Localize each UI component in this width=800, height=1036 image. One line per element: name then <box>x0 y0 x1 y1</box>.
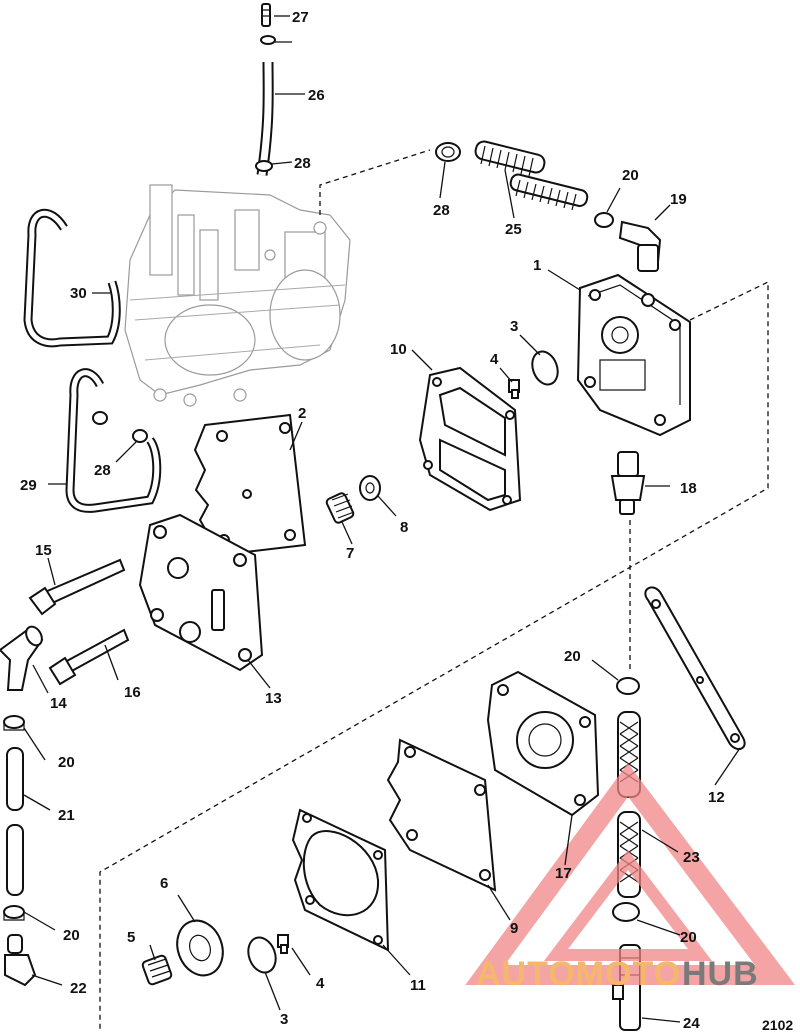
callout-7: 7 <box>346 545 354 562</box>
gasket-11 <box>291 808 390 952</box>
callout-16: 16 <box>124 684 141 701</box>
fitting-22 <box>4 934 37 987</box>
callout-20-right-top: 20 <box>564 648 581 665</box>
callout-26: 26 <box>308 87 325 104</box>
clamp-28-mid <box>255 160 273 172</box>
hose-30 <box>23 208 121 348</box>
callout-28-right: 28 <box>433 202 450 219</box>
callout-4-upper: 4 <box>490 351 499 368</box>
watermark-text-part1: AUTOMOTO <box>476 955 681 993</box>
cover-13 <box>138 513 264 672</box>
callout-13: 13 <box>265 690 282 707</box>
pump-body-1 <box>576 273 691 437</box>
fitting-27 <box>261 3 271 27</box>
diaphragm-6 <box>176 919 224 977</box>
watermark-logo: AUTOMOTO HUB <box>465 763 796 993</box>
clamp-20-top <box>594 212 614 228</box>
callout-20-left-top: 20 <box>58 754 75 771</box>
callout-1: 1 <box>533 257 541 274</box>
leader-lines <box>23 15 741 1023</box>
retainer-8 <box>359 475 381 501</box>
clamp-20-left-top <box>3 715 25 731</box>
callout-5: 5 <box>127 929 135 946</box>
callout-28-left: 28 <box>94 462 111 479</box>
filter-25 <box>474 140 589 211</box>
callout-20-top: 20 <box>622 167 639 184</box>
watermark-text-part2: HUB <box>682 955 759 993</box>
callout-11: 11 <box>410 977 426 994</box>
spring-7 <box>325 492 355 524</box>
callout-20-left-bottom: 20 <box>63 927 80 944</box>
elbow-14 <box>0 625 44 691</box>
callout-3-upper: 3 <box>510 318 518 335</box>
gasket-10 <box>418 366 522 512</box>
disc-3-lower <box>247 936 277 974</box>
clamp-20-right-top <box>616 677 640 695</box>
hose-29 <box>65 368 162 513</box>
callout-2: 2 <box>298 405 306 422</box>
callout-14: 14 <box>50 695 67 712</box>
callout-24: 24 <box>683 1015 700 1032</box>
callout-6: 6 <box>160 875 168 892</box>
screw-4-upper <box>508 379 520 399</box>
clamp-28-left <box>92 411 148 443</box>
clamp-20-left-bottom <box>3 905 25 921</box>
callout-19: 19 <box>670 191 687 208</box>
figure-number: 2102 <box>762 1017 793 1033</box>
elbow-fitting-19 <box>618 220 662 272</box>
assembly-dashed-lines <box>99 149 769 1030</box>
callout-20-right-bottom: 20 <box>680 929 697 946</box>
gasket-9 <box>386 738 497 892</box>
callout-28-top: 28 <box>294 155 311 172</box>
screw-4-lower <box>277 934 289 954</box>
pump-body-17 <box>486 670 600 817</box>
callout-8: 8 <box>400 519 408 536</box>
callout-labels: 27 26 28 28 25 20 19 1 3 4 10 18 2 8 7 3… <box>20 9 793 1033</box>
hose-26 <box>256 61 274 176</box>
bolt-16 <box>48 628 130 686</box>
bolt-15 <box>28 558 126 616</box>
callout-30: 30 <box>70 285 87 302</box>
callout-17: 17 <box>555 865 572 882</box>
callout-10: 10 <box>390 341 407 358</box>
spring-5 <box>141 954 173 986</box>
callout-27: 27 <box>292 9 309 26</box>
callout-15: 15 <box>35 542 52 559</box>
callout-9: 9 <box>510 920 518 937</box>
link-12 <box>644 586 746 751</box>
callout-12: 12 <box>708 789 725 806</box>
callout-3-lower: 3 <box>280 1011 288 1028</box>
callout-18: 18 <box>680 480 697 497</box>
clamp-28-top <box>260 35 276 45</box>
callout-29: 29 <box>20 477 37 494</box>
disc-3-upper <box>531 350 559 386</box>
callout-4-lower: 4 <box>316 975 325 992</box>
engine-block-ghost <box>124 184 351 407</box>
callout-25: 25 <box>505 221 522 238</box>
hose-21 <box>6 747 24 896</box>
callout-22: 22 <box>70 980 87 997</box>
clamp-28-right <box>435 142 461 162</box>
fitting-18 <box>610 451 646 515</box>
clamp-20-right-bottom <box>612 902 640 922</box>
callout-23: 23 <box>683 849 700 866</box>
callout-21: 21 <box>58 807 75 824</box>
